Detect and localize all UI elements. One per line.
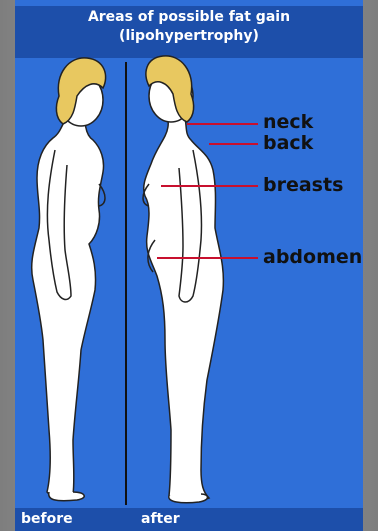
- before-foot: [49, 492, 85, 501]
- label-back: back: [263, 133, 313, 153]
- diagram-panel: Areas of possible fat gain (lipohypertro…: [15, 0, 363, 531]
- after-figure: [143, 56, 223, 503]
- before-figure: [32, 58, 106, 501]
- before-caption: before: [21, 508, 73, 531]
- label-breasts: breasts: [263, 175, 343, 195]
- after-caption: after: [141, 508, 180, 531]
- label-neck: neck: [263, 112, 313, 132]
- label-abdomen: abdomen: [263, 247, 362, 267]
- footer-bar: before after: [15, 508, 363, 531]
- before-body: [32, 118, 104, 497]
